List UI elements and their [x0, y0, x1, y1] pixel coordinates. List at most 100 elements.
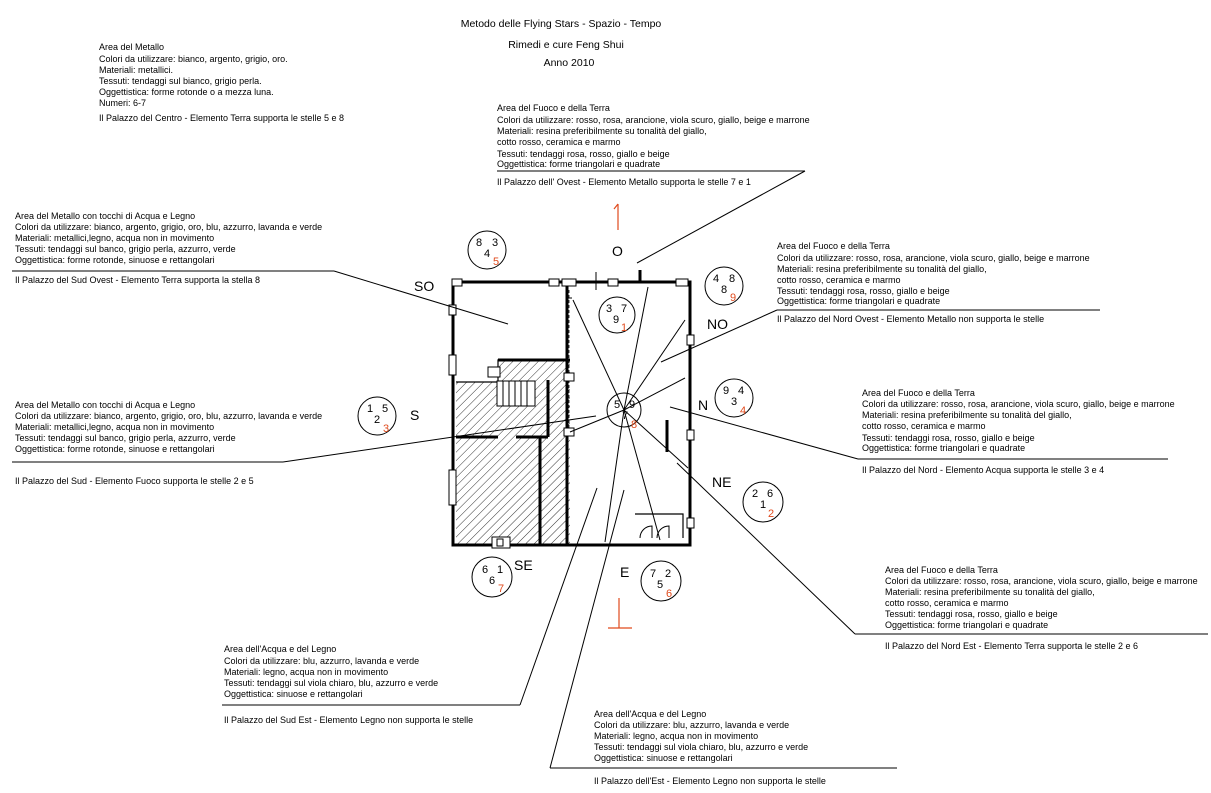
star-chart-ne: 2 6 1 2	[742, 481, 784, 523]
svg-text:3: 3	[383, 423, 389, 435]
svg-text:Materiali: legno, acqua non in: Materiali: legno, acqua non in movimento	[224, 667, 388, 677]
direction-se: SE	[514, 557, 533, 573]
svg-text:Oggettistica: forme rotonde, s: Oggettistica: forme rotonde, sinuose e r…	[15, 444, 215, 454]
svg-text:Oggettistica: sinuose e rettan: Oggettistica: sinuose e rettangolari	[224, 689, 363, 699]
svg-text:8: 8	[721, 284, 727, 296]
svg-text:1: 1	[367, 403, 373, 415]
svg-text:2: 2	[752, 488, 758, 500]
svg-text:Area del Fuoco e della Terra: Area del Fuoco e della Terra	[862, 388, 975, 398]
svg-text:Tessuti: tendaggi rosa, rosso,: Tessuti: tendaggi rosa, rosso, giallo e …	[497, 149, 670, 159]
svg-text:7: 7	[621, 303, 627, 315]
svg-text:Colori da utilizzare: rosso, r: Colori da utilizzare: rosso, rosa, aranc…	[885, 576, 1198, 586]
svg-text:Materiali: resina preferibilme: Materiali: resina preferibilmente su ton…	[497, 126, 707, 136]
direction-ne: NE	[712, 474, 731, 490]
svg-text:Tessuti: tendaggi sul banco, g: Tessuti: tendaggi sul banco, grigio perl…	[15, 244, 236, 254]
svg-text:9: 9	[629, 399, 635, 411]
svg-text:2: 2	[374, 414, 380, 426]
svg-text:6: 6	[767, 488, 773, 500]
note-sudovest: Area del Metallo con tocchi di Acqua e L…	[15, 211, 322, 285]
title-line-2: Rimedi e cure Feng Shui	[508, 39, 624, 51]
star-chart-so: 8 3 4 5	[467, 230, 507, 270]
svg-text:Colori da utilizzare: blu, azz: Colori da utilizzare: blu, azzurro, lava…	[224, 656, 419, 666]
svg-text:Oggettistica: forme triangolar: Oggettistica: forme triangolari e quadra…	[497, 159, 660, 169]
svg-text:5: 5	[382, 403, 388, 415]
sector-lines	[569, 286, 689, 543]
svg-text:Tessuti: tendaggi sul viola ch: Tessuti: tendaggi sul viola chiaro, blu,…	[594, 742, 808, 752]
svg-text:1: 1	[760, 499, 766, 511]
svg-text:7: 7	[498, 583, 504, 595]
svg-text:6: 6	[666, 588, 672, 600]
svg-text:Colori da utilizzare: bianco,: Colori da utilizzare: bianco, argento, g…	[99, 54, 288, 64]
svg-text:7: 7	[622, 410, 628, 422]
svg-text:1: 1	[497, 564, 503, 576]
south-marker	[608, 598, 632, 629]
svg-text:Il Palazzo del Nord - Elemento: Il Palazzo del Nord - Elemento Acqua sup…	[862, 465, 1104, 475]
svg-text:6: 6	[482, 564, 488, 576]
note-centro: Area del Metallo Colori da utilizzare: b…	[99, 42, 344, 123]
svg-text:9: 9	[723, 385, 729, 397]
note-nord: Area del Fuoco e della Terra Colori da u…	[862, 388, 1175, 475]
svg-text:Tessuti: tendaggi rosa, rosso,: Tessuti: tendaggi rosa, rosso, giallo e …	[777, 286, 950, 296]
star-chart-no: 4 8 8 9	[704, 266, 744, 306]
svg-text:cotto rosso, ceramica e marmo: cotto rosso, ceramica e marmo	[777, 275, 901, 285]
star-chart-o: 3 7 9 1	[598, 296, 636, 334]
svg-text:Il Palazzo del Sud Ovest - Ele: Il Palazzo del Sud Ovest - Elemento Terr…	[15, 275, 260, 285]
note-nordovest: Area del Fuoco e della Terra Colori da u…	[777, 241, 1090, 324]
svg-text:Colori da utilizzare: rosso, r: Colori da utilizzare: rosso, rosa, aranc…	[777, 253, 1090, 263]
star-chart-se: 6 1 6 7	[471, 556, 513, 598]
svg-text:Colori da utilizzare: blu, azz: Colori da utilizzare: blu, azzurro, lava…	[594, 720, 789, 730]
note-sudest: Area dell'Acqua e del Legno Colori da ut…	[224, 644, 473, 725]
svg-text:1: 1	[621, 322, 627, 334]
svg-text:Colori da utilizzare: bianco,: Colori da utilizzare: bianco, argento, g…	[15, 411, 322, 421]
svg-text:3: 3	[492, 237, 498, 249]
svg-text:Materiali: metallici.: Materiali: metallici.	[99, 65, 173, 75]
svg-text:Il Palazzo dell'Est - Elemento: Il Palazzo dell'Est - Elemento Legno non…	[594, 776, 826, 786]
svg-text:Tessuti: tendaggi rosa, rosso,: Tessuti: tendaggi rosa, rosso, giallo e …	[885, 609, 1058, 619]
svg-text:Area del Fuoco e della Terra: Area del Fuoco e della Terra	[777, 241, 890, 251]
leader-lines	[12, 170, 1208, 769]
svg-text:Oggettistica: forme triangolar: Oggettistica: forme triangolari e quadra…	[862, 443, 1025, 453]
svg-text:Oggettistica: sinuose e rettan: Oggettistica: sinuose e rettangolari	[594, 753, 733, 763]
svg-text:7: 7	[650, 568, 656, 580]
direction-so: SO	[414, 278, 434, 294]
svg-text:Materiali: legno, acqua non in: Materiali: legno, acqua non in movimento	[594, 731, 758, 741]
svg-text:Tessuti: tendaggi sul viola ch: Tessuti: tendaggi sul viola chiaro, blu,…	[224, 678, 438, 688]
star-chart-n: 9 4 3 4	[714, 378, 754, 418]
svg-text:Colori da utilizzare: rosso, r: Colori da utilizzare: rosso, rosa, aranc…	[862, 399, 1175, 409]
svg-text:3: 3	[606, 303, 612, 315]
svg-text:Area del Fuoco e della Terra: Area del Fuoco e della Terra	[497, 103, 610, 113]
svg-text:4: 4	[713, 273, 719, 285]
svg-text:6: 6	[489, 575, 495, 587]
svg-text:9: 9	[613, 314, 619, 326]
svg-text:Area del Metallo con tocchi di: Area del Metallo con tocchi di Acqua e L…	[15, 400, 195, 410]
svg-text:Il Palazzo del Sud - Elemento: Il Palazzo del Sud - Elemento Fuoco supp…	[15, 476, 254, 486]
title-line-3: Anno 2010	[544, 57, 595, 69]
direction-e: E	[620, 564, 629, 580]
note-est: Area dell'Acqua e del Legno Colori da ut…	[594, 709, 826, 786]
svg-text:5: 5	[657, 579, 663, 591]
svg-text:Materiali: metallici,legno, ac: Materiali: metallici,legno, acqua non in…	[15, 422, 214, 432]
floor-plan	[448, 270, 695, 549]
svg-text:Materiali: resina preferibilme: Materiali: resina preferibilmente su ton…	[862, 410, 1072, 420]
svg-text:2: 2	[768, 508, 774, 520]
title-line-1: Metodo delle Flying Stars - Spazio - Tem…	[461, 18, 662, 30]
svg-text:2: 2	[665, 568, 671, 580]
direction-s: S	[410, 407, 419, 423]
svg-text:5: 5	[493, 256, 499, 268]
star-chart-e: 7 2 5 6	[640, 560, 682, 602]
direction-n: N	[698, 397, 708, 413]
note-nordest: Area del Fuoco e della Terra Colori da u…	[885, 565, 1198, 651]
svg-text:Colori da utilizzare: rosso, r: Colori da utilizzare: rosso, rosa, aranc…	[497, 115, 810, 125]
svg-text:Oggettistica: forme rotonde o: Oggettistica: forme rotonde o a mezza lu…	[99, 87, 274, 97]
svg-text:4: 4	[738, 385, 744, 397]
svg-text:4: 4	[484, 248, 490, 260]
north-marker	[613, 203, 619, 230]
direction-no: NO	[707, 316, 728, 332]
svg-text:Il Palazzo del Nord Est - Ele: Il Palazzo del Nord Est - Elemento Terra…	[885, 641, 1138, 651]
svg-text:Area dell'Acqua e del Legno: Area dell'Acqua e del Legno	[594, 709, 706, 719]
svg-text:8: 8	[476, 237, 482, 249]
svg-text:Il Palazzo dell' Ovest - Eleme: Il Palazzo dell' Ovest - Elemento Metall…	[497, 177, 751, 187]
svg-text:Il Palazzo del Nord Ovest - El: Il Palazzo del Nord Ovest - Elemento Met…	[777, 314, 1044, 324]
svg-text:cotto rosso, ceramica e marmo: cotto rosso, ceramica e marmo	[862, 421, 986, 431]
